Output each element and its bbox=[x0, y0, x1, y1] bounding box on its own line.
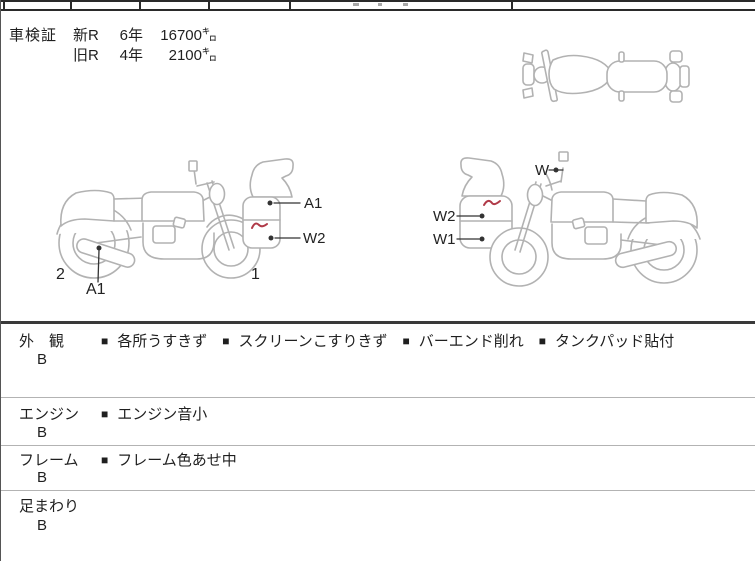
grade-value: B bbox=[37, 469, 48, 486]
table-cell-divider bbox=[70, 2, 72, 9]
note-item: ■ スクリーンこすりきず bbox=[222, 333, 387, 350]
bike-side-left-diagram bbox=[57, 161, 260, 278]
section-divider-thick bbox=[1, 321, 755, 324]
section-divider bbox=[1, 490, 755, 491]
zone-number-label: 2 bbox=[56, 266, 65, 283]
bullet-icon: ■ bbox=[101, 407, 109, 421]
zone-number-label: 1 bbox=[251, 266, 260, 283]
note-item: ■ タンクパッド貼付 bbox=[539, 333, 675, 350]
note-text: エンジン音小 bbox=[117, 406, 208, 423]
note-item: ■ バーエンド削れ bbox=[402, 333, 523, 350]
notes: ■ フレーム色あせ中 bbox=[101, 449, 252, 470]
leader-dot bbox=[268, 235, 274, 241]
category-label: 外 観 bbox=[19, 333, 65, 350]
table-cell-divider bbox=[208, 2, 210, 9]
note-item: ■ フレーム色あせ中 bbox=[101, 452, 237, 469]
bullet-icon: ■ bbox=[101, 453, 109, 467]
era-value: 旧R bbox=[73, 47, 99, 64]
category-label: フレーム bbox=[19, 452, 79, 469]
leader-dot bbox=[96, 245, 102, 251]
condition-row-frame: フレーム B ■ フレーム色あせ中 bbox=[1, 447, 755, 490]
grade-value: B bbox=[37, 424, 48, 441]
leader-dot bbox=[479, 236, 485, 242]
note-item: ■ エンジン音小 bbox=[101, 406, 207, 423]
leader-dot bbox=[479, 213, 485, 219]
note-text: フレーム色あせ中 bbox=[117, 452, 237, 469]
distance-value: 16700㌔ bbox=[160, 27, 217, 44]
bike-side-right-diagram bbox=[490, 152, 700, 286]
defect-mark bbox=[252, 224, 267, 228]
note-text: スクリーンこすりきず bbox=[238, 333, 388, 350]
shaken-rows: 新R 6年 16700㌔ 旧R 4年 2100㌔ bbox=[73, 26, 217, 66]
bike-top-view-diagram bbox=[523, 50, 689, 102]
shaken-row-old: 旧R 4年 2100㌔ bbox=[73, 46, 217, 66]
year-value: 4年 bbox=[119, 47, 143, 64]
header-table-remnant bbox=[1, 0, 755, 11]
era-value: 新R bbox=[73, 27, 99, 44]
condition-row-engine: エンジン B ■ エンジン音小 bbox=[1, 399, 755, 445]
diagram-canvas bbox=[1, 0, 755, 322]
grade-value: B bbox=[37, 517, 48, 534]
table-cell-divider bbox=[289, 2, 291, 9]
defect-code-label: W1 bbox=[433, 231, 456, 248]
shaken-row-new: 新R 6年 16700㌔ bbox=[73, 26, 217, 46]
leader-line bbox=[98, 250, 99, 282]
defect-code-label: W bbox=[535, 162, 550, 179]
section-divider bbox=[1, 397, 755, 398]
bullet-icon: ■ bbox=[101, 334, 109, 348]
leader-dot bbox=[553, 167, 559, 173]
grade-value: B bbox=[37, 351, 48, 368]
table-cell-divider bbox=[511, 2, 513, 9]
category-label: 足まわり bbox=[19, 498, 80, 515]
table-cell-divider bbox=[3, 2, 5, 9]
cowl-panel-left-diagram bbox=[243, 159, 293, 248]
defect-code-label: W2 bbox=[303, 230, 326, 247]
bullet-icon: ■ bbox=[222, 334, 230, 348]
leader-dot bbox=[267, 200, 273, 206]
cutoff-text-remnant bbox=[353, 3, 359, 6]
note-text: タンクパッド貼付 bbox=[554, 333, 675, 350]
defect-mark bbox=[484, 201, 500, 205]
defect-code-label: A1 bbox=[304, 195, 323, 212]
notes: ■ 各所うすきず ■ スクリーンこすりきず ■ バーエンド削れ ■ タンクパッド貼付 bbox=[101, 330, 689, 351]
distance-value: 2100㌔ bbox=[168, 47, 217, 64]
bullet-icon: ■ bbox=[538, 334, 546, 348]
section-divider bbox=[1, 445, 755, 446]
category-label: エンジン bbox=[19, 406, 80, 423]
note-text: バーエンド削れ bbox=[418, 333, 524, 350]
note-item: ■ 各所うすきず bbox=[101, 333, 207, 350]
defect-code-label: W2 bbox=[433, 208, 456, 225]
condition-row-exterior: 外 観 B ■ 各所うすきず ■ スクリーンこすりきず ■ バーエンド削れ ■ タンクパッド貼… bbox=[1, 324, 755, 397]
table-cell-divider bbox=[139, 2, 141, 9]
notes: ■ エンジン音小 bbox=[101, 403, 222, 424]
shaken-label: 車検証 bbox=[9, 27, 58, 44]
defect-code-label: A1 bbox=[86, 281, 106, 298]
cutoff-text-remnant bbox=[378, 3, 382, 6]
year-value: 6年 bbox=[119, 27, 143, 44]
condition-row-undercarriage: 足まわり B bbox=[1, 492, 755, 561]
cutoff-text-remnant bbox=[403, 3, 408, 6]
bullet-icon: ■ bbox=[402, 334, 410, 348]
note-text: 各所うすきず bbox=[117, 333, 208, 350]
shaken-block: 車検証 新R 6年 16700㌔ 旧R 4年 2100㌔ bbox=[9, 26, 217, 66]
